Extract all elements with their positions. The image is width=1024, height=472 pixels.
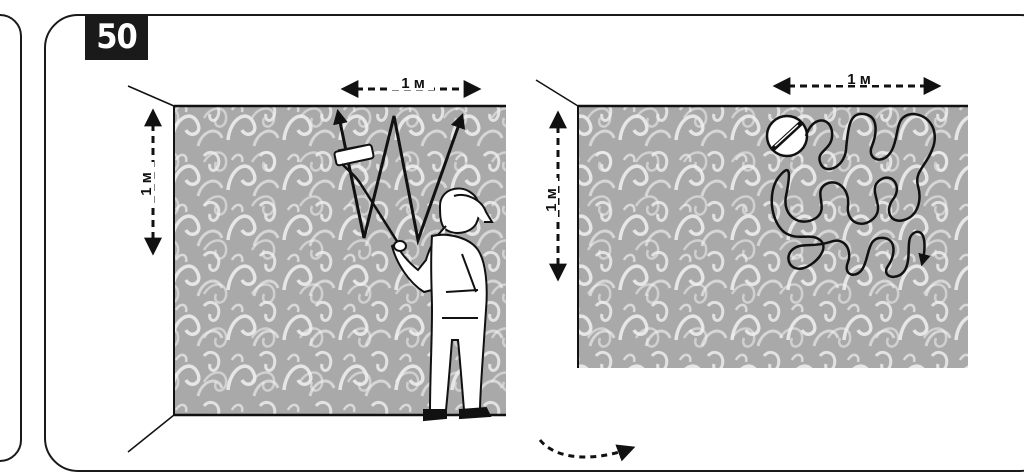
next-step-arrow [540, 440, 632, 457]
horizontal-dimension-label: 1 м [401, 75, 425, 92]
smoothing-tool-icon [767, 116, 807, 156]
vertical-dimension-label-right: 1 м [543, 188, 560, 212]
left-panel: 1 м 1 м [128, 75, 506, 452]
right-panel: 1 м 1 м [536, 71, 968, 368]
horizontal-dimension-label-right: 1 м [847, 71, 871, 88]
vertical-dimension-label: 1 м [138, 172, 155, 196]
corner-line-bottom [128, 415, 174, 452]
corner-line-top [128, 86, 174, 106]
corner-line-right-panel [536, 80, 578, 106]
